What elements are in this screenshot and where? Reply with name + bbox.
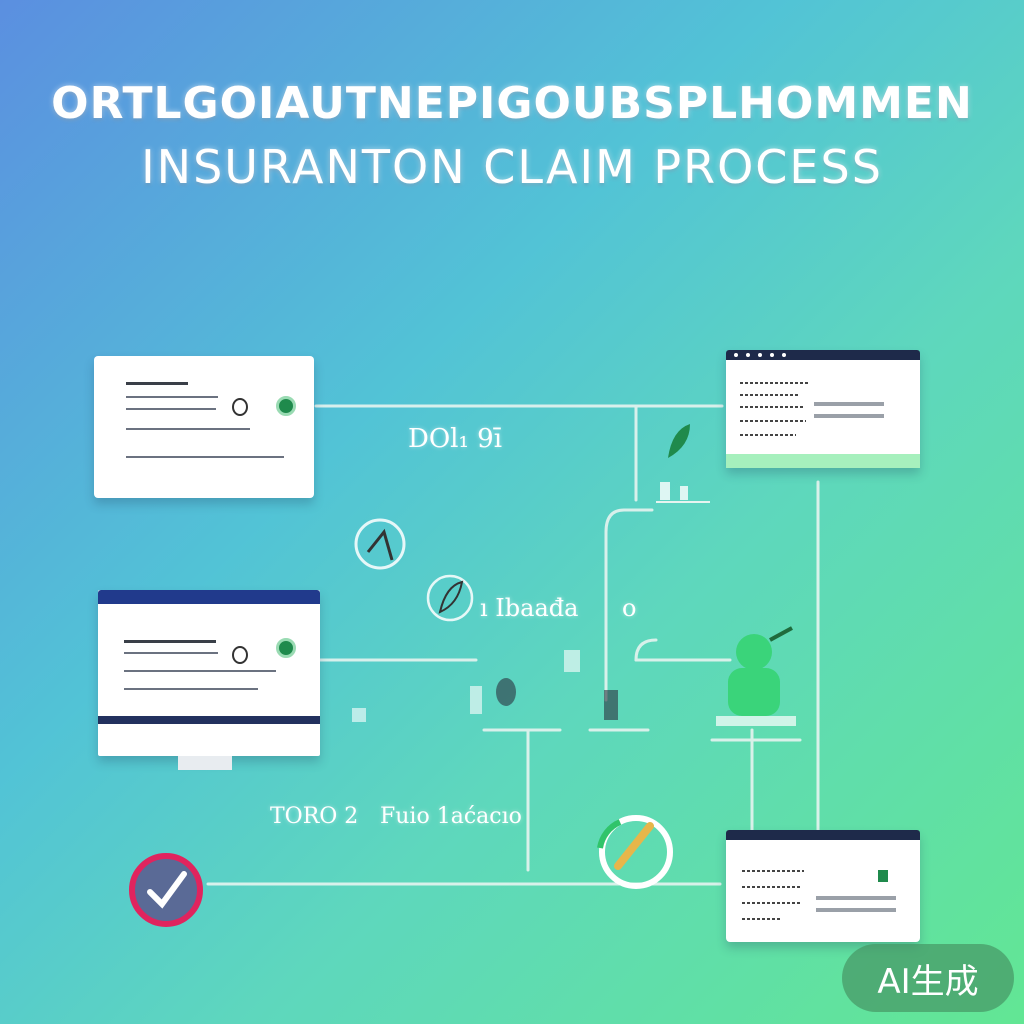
pen-circle-icon	[354, 518, 406, 570]
claim-window-card-bottom	[726, 830, 920, 942]
title-line-1: ORTLGOIAUTNEPIGOUBSPLHOMMEN	[51, 78, 973, 129]
claim-form-card-1	[94, 356, 314, 498]
worker-icons	[352, 650, 618, 722]
label-bottom-mid: Fuio 1aćacıo	[380, 804, 522, 829]
status-dot-icon	[276, 638, 296, 658]
label-bottom-left: TORO 2	[270, 804, 359, 829]
check-circle-icon	[129, 853, 203, 927]
title-line-2: INSURANTON CLAIM PROCESS	[141, 140, 883, 194]
label-mid-center: ı Ibaađa	[480, 594, 579, 622]
plant-icon	[656, 424, 710, 503]
monitor-card	[98, 590, 320, 770]
label-top-mid: DOl₁ 9ī	[408, 424, 503, 454]
person-icon	[716, 626, 796, 726]
status-dot-icon	[276, 396, 296, 416]
connector-curve-2	[634, 638, 658, 662]
claim-window-card-top	[726, 350, 920, 468]
ai-generated-badge: AI生成	[842, 944, 1014, 1012]
loop-icon	[232, 646, 248, 664]
loop-icon	[232, 398, 248, 416]
label-mid-o: o	[622, 594, 637, 622]
leaf-icon	[426, 574, 474, 622]
pen-ring-icon	[597, 815, 673, 889]
connector-curve	[604, 508, 654, 702]
